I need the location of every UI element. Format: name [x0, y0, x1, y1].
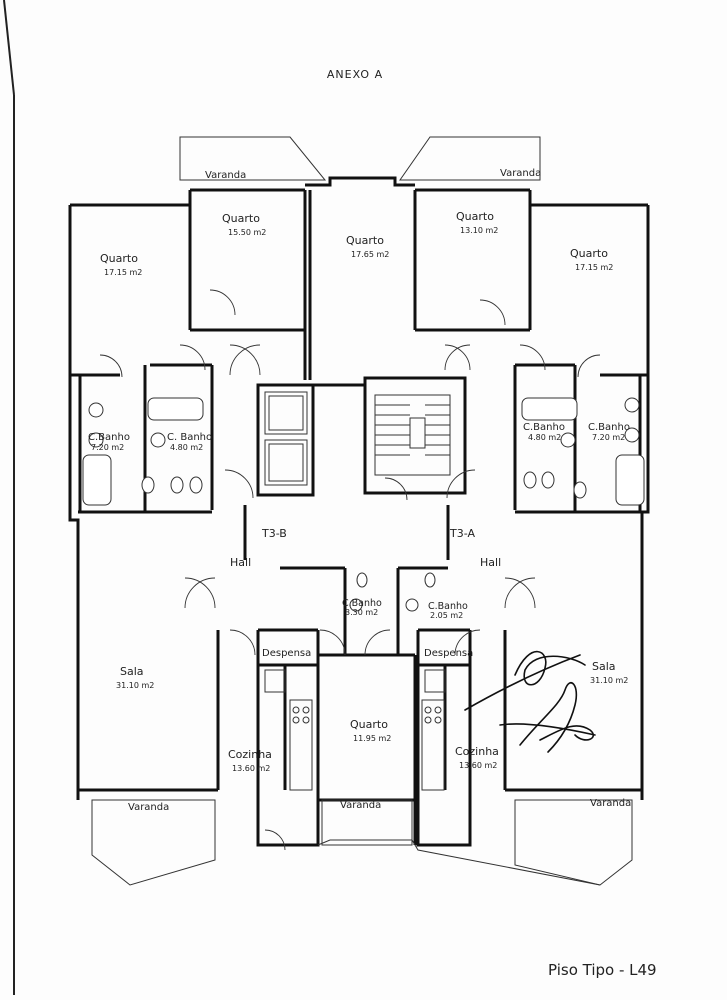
- balconies: [91, 136, 633, 886]
- quarto-bottom-area: 11.95 m2: [353, 734, 391, 743]
- cozinha-left-name: Cozinha: [228, 748, 272, 761]
- cozinha-left-area: 13.60 m2: [232, 764, 270, 773]
- hall-right-label: Hall: [480, 556, 501, 569]
- stove-icon: [264, 669, 446, 791]
- varanda-top-right-label: Varanda: [500, 168, 541, 179]
- varanda-bottom-center-label: Varanda: [340, 800, 381, 811]
- cbanho-l1-area: 7.20 m2: [91, 443, 124, 452]
- cbanho-l2-area: 4.80 m2: [170, 443, 203, 452]
- cbanho-r2-label: C.Banho: [588, 422, 630, 433]
- cbanho-cr-label: C.Banho: [428, 601, 468, 612]
- signature-icon: [464, 650, 596, 753]
- bathtub-icon: [82, 397, 645, 506]
- despensa-right-label: Despensa: [424, 648, 473, 659]
- varanda-bottom-left-label: Varanda: [128, 802, 169, 813]
- quarto-right-name: Quarto: [456, 210, 494, 223]
- cozinha-right-name: Cozinha: [455, 745, 499, 758]
- cbanho-r1-area: 4.80 m2: [528, 433, 561, 442]
- sala-left-name: Sala: [120, 665, 144, 678]
- quarto-far-left-name: Quarto: [100, 252, 138, 265]
- staircase-icon: [374, 394, 451, 476]
- t3b-label: T3-B: [261, 527, 287, 540]
- page-left-edge-top: [3, 0, 15, 96]
- cbanho-l1-label: C.Banho: [88, 432, 130, 443]
- varanda-top-right-area: [399, 136, 541, 181]
- varanda-top-left-area: [179, 136, 327, 181]
- cbanho-cl-area: 3.30 m2: [345, 608, 378, 617]
- sala-right-area: 31.10 m2: [590, 676, 628, 685]
- quarto-left-name: Quarto: [222, 212, 260, 225]
- elevator-icon: [264, 391, 308, 486]
- sala-left-area: 31.10 m2: [116, 681, 154, 690]
- varanda-bottom-left-area: [91, 799, 216, 886]
- toilet-icon: [141, 471, 587, 588]
- cbanho-cr-area: 2.05 m2: [430, 611, 463, 620]
- quarto-far-left-area: 17.15 m2: [104, 268, 142, 277]
- varanda-bottom-right-label: Varanda: [590, 798, 631, 809]
- varanda-top-left-label: Varanda: [205, 170, 246, 181]
- despensa-left-label: Despensa: [262, 648, 311, 659]
- quarto-bottom-name: Quarto: [350, 718, 388, 731]
- quarto-left-area: 15.50 m2: [228, 228, 266, 237]
- varanda-bottom-center-area: [321, 799, 413, 846]
- quarto-far-right-area: 17.15 m2: [575, 263, 613, 272]
- varanda-bottom-right-area: [514, 799, 633, 886]
- quarto-far-right-name: Quarto: [570, 247, 608, 260]
- cbanho-l2-label: C. Banho: [167, 432, 212, 443]
- floor-plan-label: Piso Tipo - L49: [548, 961, 657, 979]
- cozinha-right-area: 13.60 m2: [459, 761, 497, 770]
- t3a-label: T3-A: [449, 527, 475, 540]
- door-swing-icon: [99, 289, 601, 851]
- hall-left-label: Hall: [230, 556, 251, 569]
- cbanho-cl-label: C.Banho: [342, 598, 382, 609]
- page-title: ANEXO A: [327, 68, 383, 81]
- cbanho-r1-label: C.Banho: [523, 422, 565, 433]
- sala-right-name: Sala: [592, 660, 616, 673]
- walls: [68, 176, 650, 847]
- sink-icon: [88, 397, 640, 612]
- quarto-right-area: 13.10 m2: [460, 226, 498, 235]
- quarto-center-name: Quarto: [346, 234, 384, 247]
- cbanho-r2-area: 7.20 m2: [592, 433, 625, 442]
- quarto-center-area: 17.65 m2: [351, 250, 389, 259]
